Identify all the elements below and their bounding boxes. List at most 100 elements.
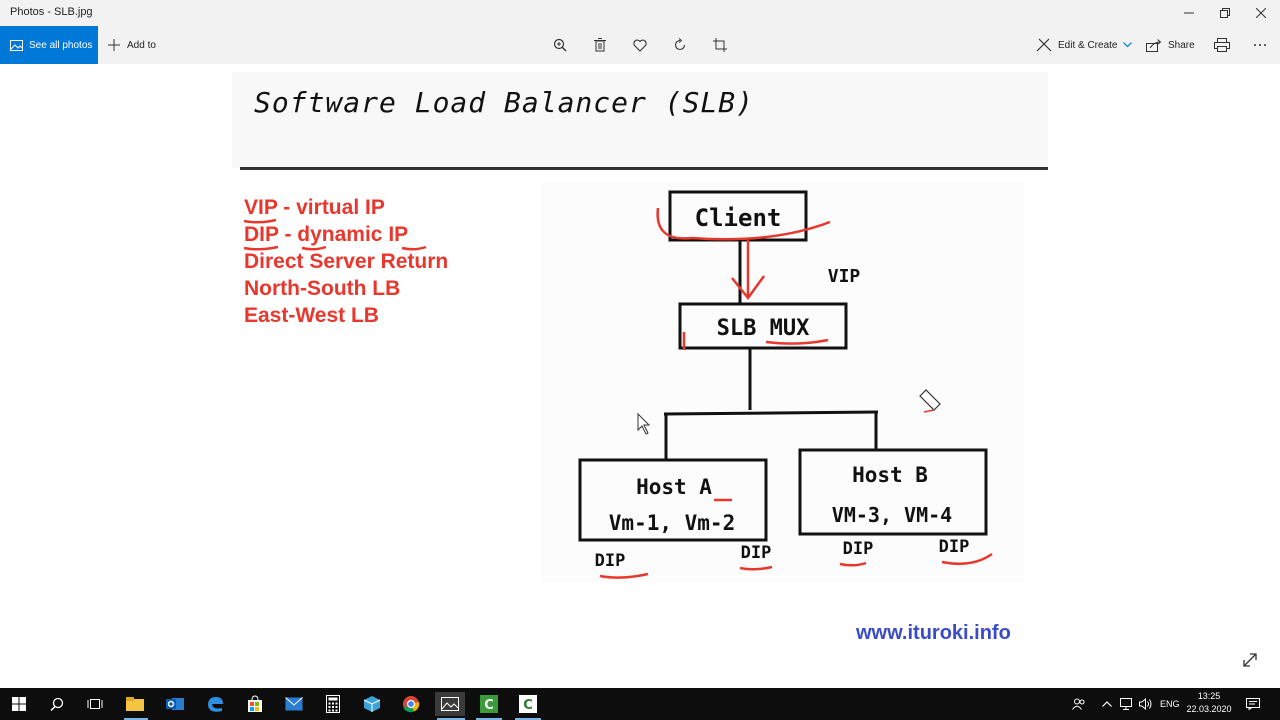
taskbar-outlook[interactable] [160,692,190,716]
term-dip: DIP - dynamic IP [244,223,409,246]
favorite-icon [633,39,647,52]
people-icon [1072,698,1085,710]
term-annotations [243,218,427,251]
photos-icon [10,39,23,51]
taskbar-mail[interactable] [279,692,309,716]
crop-icon [713,38,727,52]
people-button[interactable] [1072,688,1086,720]
active-indicator [124,718,148,720]
dip-label-2: DIP [741,543,772,563]
taskbar-calculator[interactable] [318,692,348,716]
chevron-down-icon [1123,42,1133,48]
taskbar-chrome[interactable] [396,692,426,716]
slide-title: Software Load Balancer (SLB) [254,86,755,119]
dip-label-1: DIP [595,551,626,571]
taskbar-photos[interactable] [435,692,465,716]
language-indicator[interactable]: ENG [1160,699,1180,709]
close-button[interactable] [1243,0,1279,26]
slide-header: Software Load Balancer (SLB) [232,72,1048,168]
share-icon [1146,38,1162,52]
share-label: Share [1168,39,1195,51]
print-button[interactable] [1211,34,1233,56]
diagram-drawing: Client VIP SLB MUX Host A [578,190,993,579]
host-b-box [798,448,988,536]
active-indicator [437,718,465,720]
store-icon [248,695,262,712]
outlook-icon [166,698,184,710]
photo-canvas: Software Load Balancer (SLB) VIP - virtu… [232,72,1048,662]
task-view-button[interactable] [80,692,110,716]
clock[interactable]: 13:25 22.03.2020 [1180,690,1238,716]
svg-text:C: C [484,698,494,713]
window-title: Photos - SLB.jpg [10,6,93,18]
taskbar-edge[interactable] [200,692,230,716]
app-cube-icon [363,696,381,712]
svg-text:C: C [523,698,533,713]
mail-icon [285,697,303,711]
folder-icon [126,697,144,711]
restore-button[interactable] [1207,0,1243,26]
title-divider [240,167,1048,170]
taskbar-file-explorer[interactable] [120,692,150,716]
clock-date: 22.03.2020 [1186,704,1232,714]
more-button[interactable] [1249,34,1271,56]
chevron-up-icon [1102,701,1112,707]
image-viewer[interactable]: Software Load Balancer (SLB) VIP - virtu… [0,64,1280,688]
chrome-icon [403,696,420,713]
search-icon [50,697,64,711]
dip-label-3: DIP [843,539,874,559]
print-icon [1214,38,1230,52]
taskbar-camtasia-2[interactable]: C [513,692,543,716]
active-indicator [476,718,502,720]
close-icon [1256,8,1266,18]
fullscreen-button[interactable] [1240,650,1262,672]
tray-overflow-button[interactable] [1102,688,1112,720]
edit-create-label: Edit & Create [1058,39,1118,51]
taskbar-camtasia-1[interactable]: C [474,692,504,716]
see-all-photos-button[interactable]: See all photos [0,26,98,64]
taskbar-store[interactable] [240,692,270,716]
minimize-icon [1184,12,1194,14]
delete-button[interactable] [589,34,611,56]
host-b-vms: VM-3, VM-4 [832,503,952,527]
command-bar: See all photos Add to Edit & Create Shar… [0,26,1280,64]
slb-mux-label: SLB MUX [717,316,810,341]
camtasia-recorder-icon: C [519,695,537,713]
restore-icon [1220,8,1230,18]
clock-time: 13:25 [1197,691,1221,701]
title-bar: Photos - SLB.jpg [0,0,1280,26]
calculator-icon [326,695,340,713]
add-to-label: Add to [127,39,156,51]
add-to-button[interactable]: Add to [108,26,156,64]
crop-button[interactable] [709,34,731,56]
minimize-button[interactable] [1171,0,1207,26]
search-button[interactable] [42,692,72,716]
edit-create-button[interactable]: Edit & Create [1036,26,1133,64]
volume-button[interactable] [1139,688,1153,720]
task-view-icon [87,699,103,709]
camtasia-icon: C [480,695,498,713]
start-button[interactable] [4,692,34,716]
network-button[interactable] [1120,688,1134,720]
more-icon [1254,44,1266,46]
network-icon [1120,698,1132,710]
see-all-photos-label: See all photos [29,39,93,51]
pen-cursor-icon [919,389,941,413]
vip-label: VIP [828,266,861,287]
zoom-button[interactable] [549,34,571,56]
term-vip: VIP - virtual IP [244,196,385,219]
site-watermark: www.ituroki.info [856,622,1011,644]
term-north-south-lb: North-South LB [244,277,401,300]
share-button[interactable]: Share [1146,26,1195,64]
expand-icon [1243,653,1257,667]
rotate-button[interactable] [669,34,691,56]
host-a-box [578,458,768,542]
host-a-label: Host A [636,475,712,499]
slb-diagram: Client VIP SLB MUX Host A [542,182,1024,582]
taskbar-app-blue[interactable] [357,692,387,716]
favorite-button[interactable] [629,34,651,56]
photos-app-icon [441,697,459,711]
notifications-icon [1246,698,1260,710]
mouse-cursor-icon [637,412,651,435]
notifications-button[interactable] [1246,688,1260,720]
